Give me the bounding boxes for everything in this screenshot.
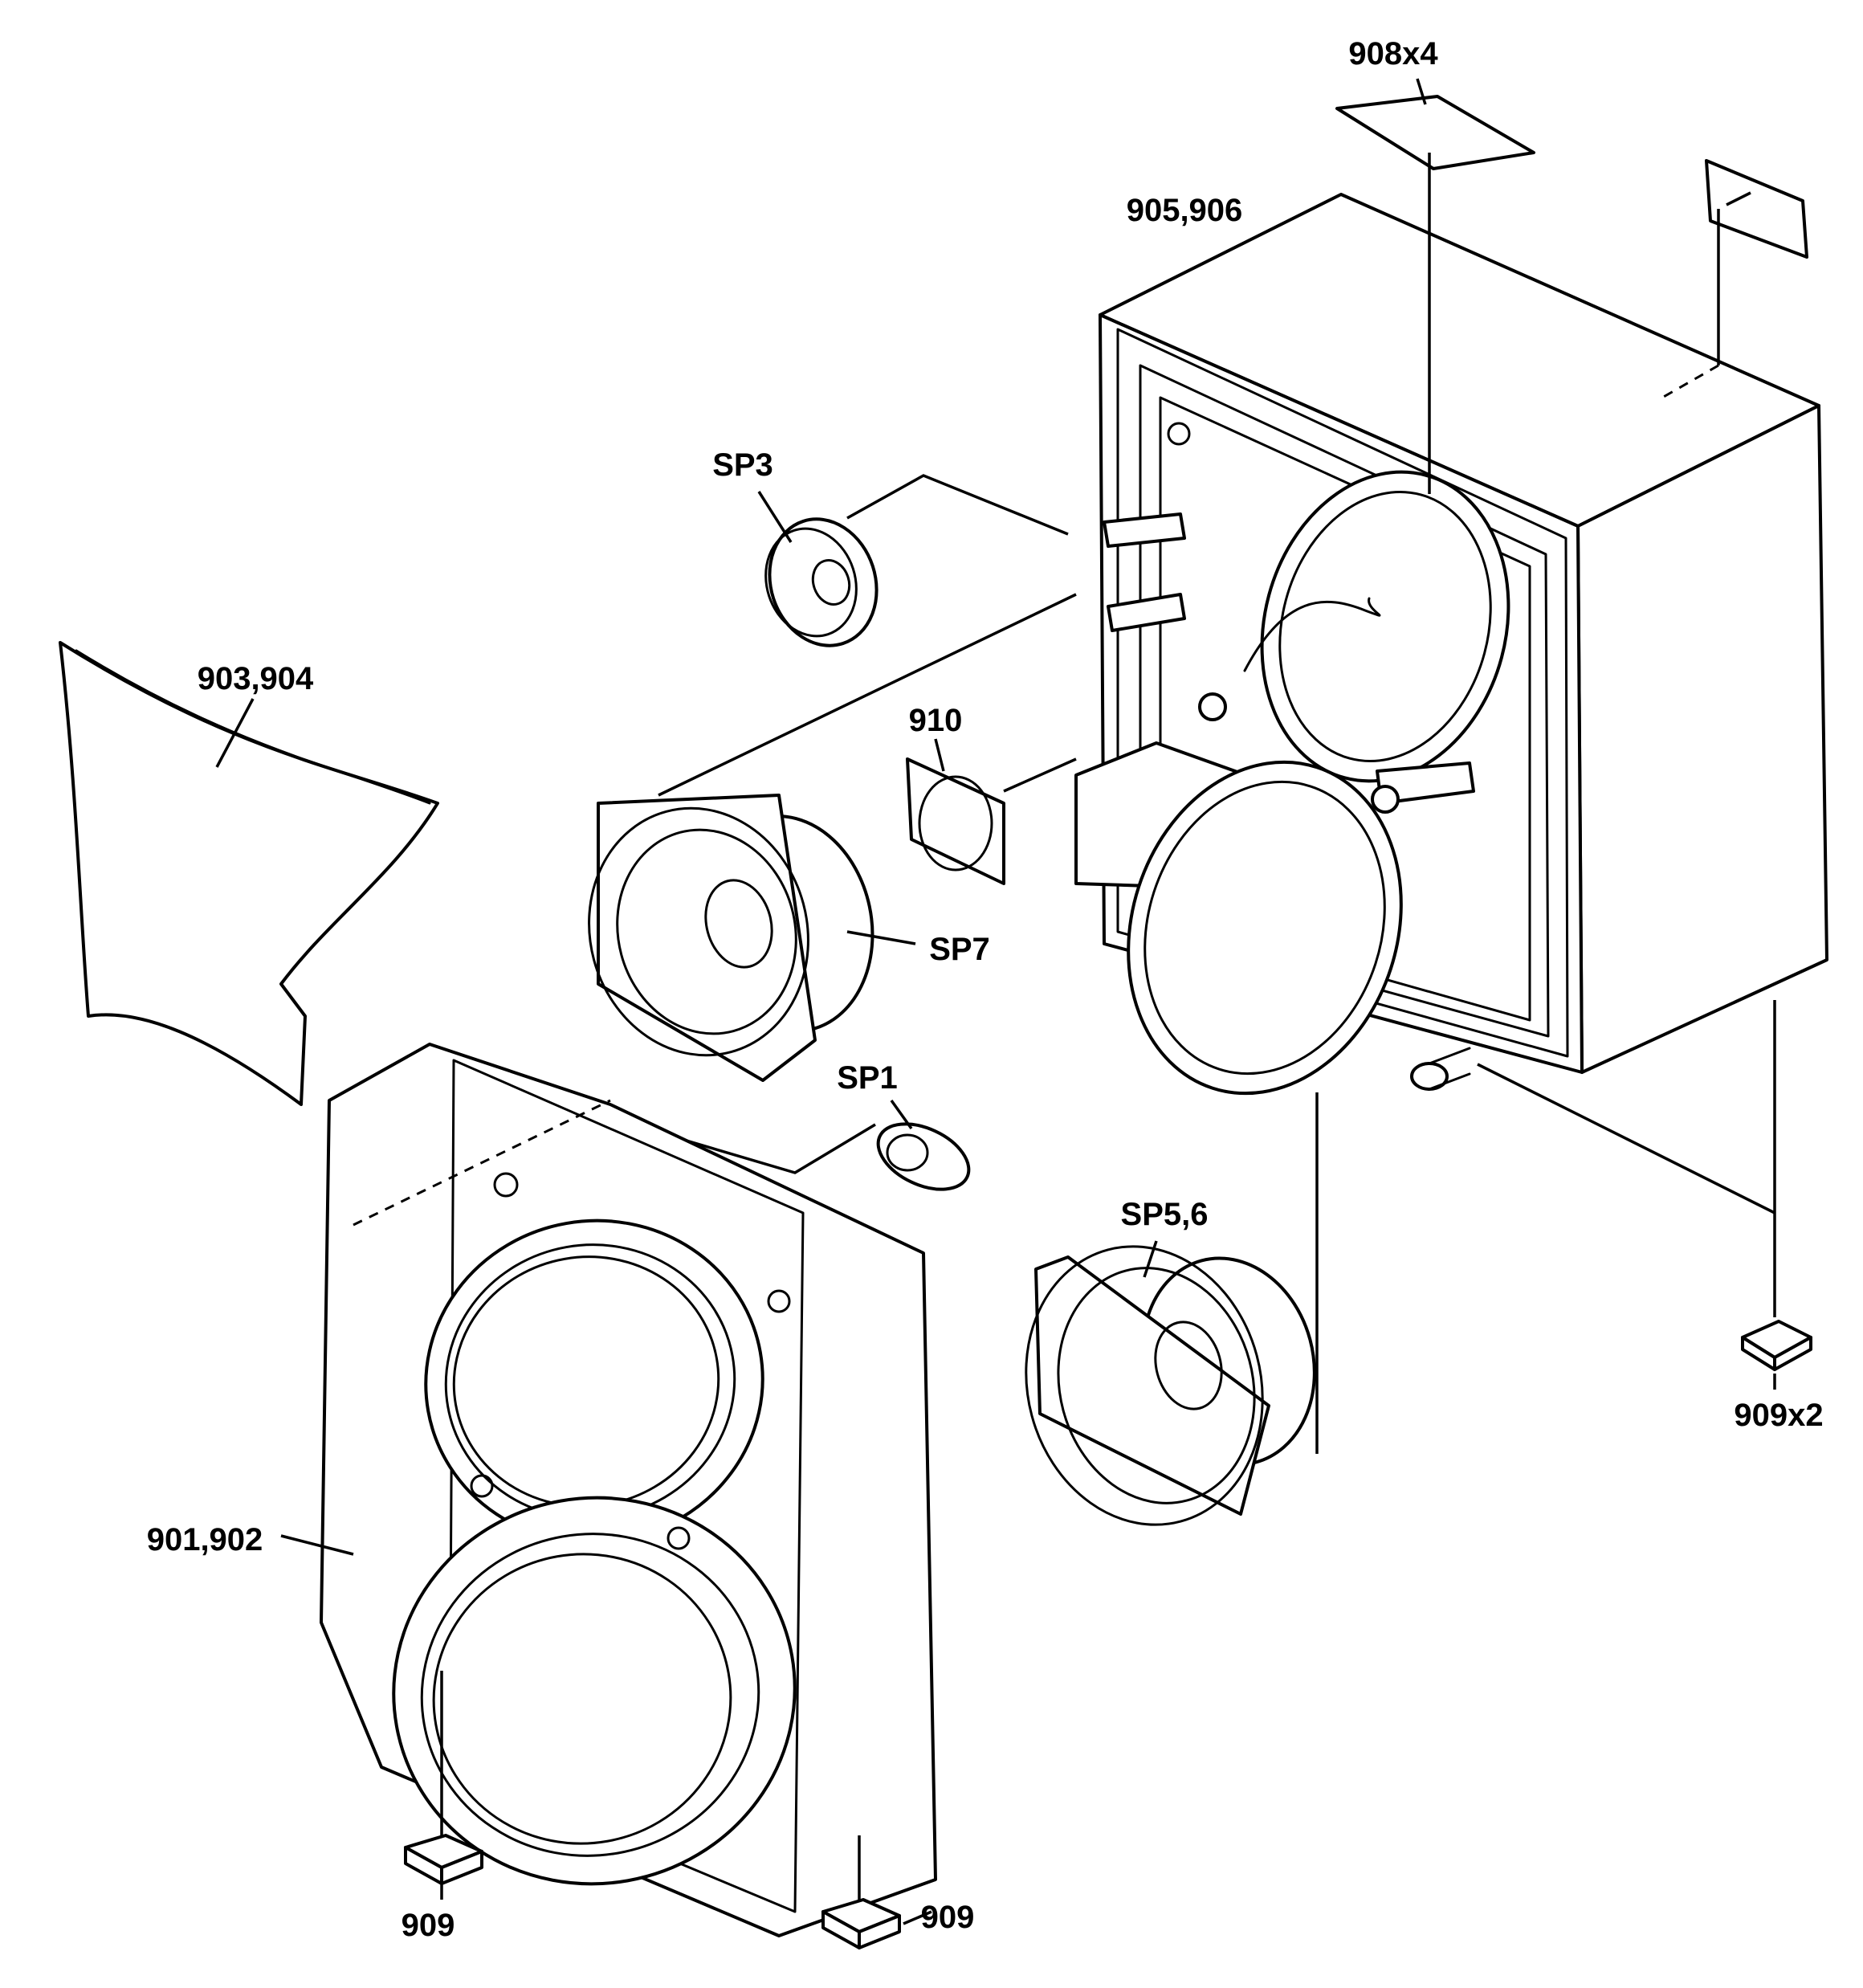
gasket-910 (906, 738, 1077, 885)
label-sp5-6: SP5,6 (1121, 1197, 1209, 1232)
label-909x2: 909x2 (1734, 1398, 1823, 1433)
label-909-left: 909 (402, 1908, 455, 1943)
front-grille-903-904 (59, 641, 439, 1106)
tweeter-sp3 (757, 474, 1069, 647)
label-901-902: 901,902 (147, 1522, 263, 1557)
woofer-sp5-6 (1025, 1092, 1319, 1526)
label-plate-908 (1335, 78, 1808, 494)
label-909-right: 909 (921, 1900, 975, 1935)
label-sp3: SP3 (712, 447, 773, 483)
label-sp7: SP7 (929, 932, 990, 967)
label-905-906: 905,906 (1127, 193, 1243, 228)
label-sp1: SP1 (837, 1060, 898, 1096)
foot-909-left (404, 1671, 483, 1900)
front-baffle-901-902 (280, 1043, 937, 1937)
rear-enclosure-905-906 (1074, 193, 1828, 1096)
label-903-904: 903,904 (198, 661, 314, 696)
label-908x4: 908x4 (1348, 36, 1438, 71)
midrange-sp7 (588, 593, 1077, 1082)
foot-909-right (821, 1835, 932, 1949)
label-910: 910 (909, 703, 963, 738)
feet-909x2 (1477, 1000, 1812, 1390)
